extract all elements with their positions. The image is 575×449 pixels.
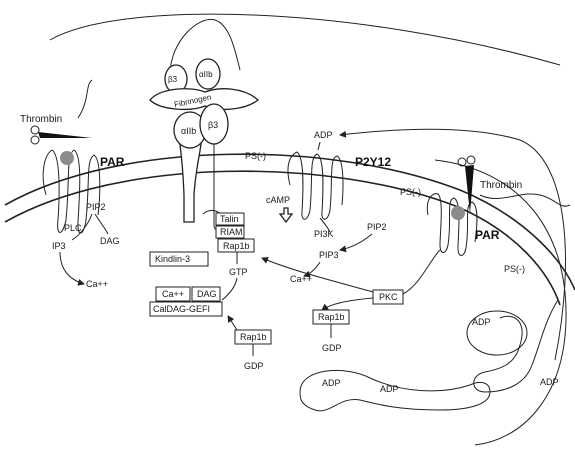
- par-left-cleavage-site-icon: [60, 151, 74, 165]
- center-pathway: Talin RIAM Rap1b Kindlin-3 GTP Ca++ DAG …: [149, 212, 272, 371]
- pi3k-label: PI3K: [314, 229, 334, 239]
- scissors-right-icon: [457, 155, 476, 214]
- par-right-helices: [426, 193, 478, 256]
- adp-granule-left-label: ADP: [322, 378, 341, 388]
- p2y12-label: P2Y12: [355, 155, 391, 169]
- gdp-to-caldag-arrow: [227, 315, 238, 331]
- par-left-receptor: PAR: [42, 79, 125, 234]
- pkc-to-rap1b-arrow: [261, 257, 374, 293]
- adp-outer-label: ADP: [540, 377, 559, 387]
- membrane-inner: [4, 170, 561, 306]
- riam-box: [215, 225, 245, 239]
- alpha-iib-top-head: [195, 58, 221, 90]
- caldag-label: CalDAG-GEFI: [153, 304, 210, 314]
- par-right-receptor: PAR: [426, 193, 571, 256]
- kindlin-label: Kindlin-3: [155, 254, 190, 264]
- right-pathway: cAMP PI3K PIP2 PIP3 Ca++ PKC Rap1b GDP: [261, 195, 441, 353]
- integrin-top: β3 αIIb Fibrinogen: [149, 18, 260, 111]
- pip3-label: PIP3: [319, 250, 339, 260]
- outer-cell-curve-top: [49, 13, 561, 66]
- rap1b-gtp-label: Rap1b: [223, 241, 250, 251]
- kindlin-box: [149, 251, 209, 267]
- granule-left: [299, 369, 491, 412]
- integrin-membrane: αIIb β3: [173, 103, 229, 231]
- adp-granule-right-label: ADP: [472, 317, 491, 327]
- gdp-right-label: GDP: [322, 343, 342, 353]
- ps-label-2: PS(-): [400, 187, 421, 197]
- pkc-box: [372, 289, 404, 305]
- par-left-tether: [77, 79, 93, 119]
- fibrinogen-shape: [149, 88, 260, 111]
- dag-left-label: DAG: [100, 236, 120, 246]
- ip3-to-ca-arrow: [59, 251, 85, 286]
- pip2-to-dag-line: [94, 213, 109, 235]
- adp-structures: ADP ADP ADP ADP: [299, 299, 559, 412]
- p2y12-receptor: P2Y12: [287, 151, 391, 220]
- par-left-label: PAR: [100, 155, 125, 169]
- adp-channel-label: ADP: [380, 384, 399, 394]
- dag-box: [191, 286, 221, 302]
- left-pathway: PIP2 PLC IP3 DAG Ca++: [52, 202, 120, 289]
- p2y12-to-pi3k-line: [319, 217, 331, 233]
- scissors-left-icon: [30, 125, 92, 145]
- camp-label: cAMP: [266, 195, 290, 205]
- ca-box: [155, 286, 191, 302]
- thrombin-left-label: Thrombin: [20, 114, 62, 125]
- ca-right-label: Ca++: [290, 274, 312, 284]
- ca-box-label: Ca++: [162, 289, 184, 299]
- par-right-tether: [479, 193, 571, 207]
- thrombin-right-label: Thrombin: [480, 180, 522, 191]
- adp-feedback-arrow: [339, 128, 566, 361]
- alpha-iib-top-label: αIIb: [199, 70, 213, 79]
- pip2-right-label: PIP2: [367, 222, 387, 232]
- pip2-to-pip3-arrow: [339, 233, 373, 253]
- par-to-pkc-line: [402, 249, 441, 295]
- gtp-label: GTP: [229, 267, 248, 277]
- pip3-to-ca-arrow: [303, 261, 321, 278]
- p2y12-helices: [287, 151, 344, 220]
- camp-down-arrow-icon: [278, 207, 294, 224]
- granule-channel: [473, 299, 559, 393]
- rap1b-gtp-box: [217, 238, 255, 253]
- outer-cell-curve-right: [434, 159, 567, 446]
- membrane-outer: [4, 153, 575, 291]
- granule-right: [466, 310, 528, 356]
- rap1b-right-label: Rap1b: [318, 312, 345, 322]
- gdp-center-label: GDP: [244, 361, 264, 371]
- caldag-box: [149, 301, 223, 317]
- ps-label-1: PS(-): [245, 151, 266, 161]
- caldag-to-gtp-line: [221, 277, 238, 301]
- ip3-label: IP3: [52, 241, 66, 251]
- rap1b-gdp-label: Rap1b: [240, 332, 267, 342]
- pkc-to-rap1b-right-arrow: [321, 297, 374, 311]
- ca-left-label: Ca++: [86, 279, 108, 289]
- beta3-label: β3: [208, 120, 218, 130]
- alpha-iib-label: αIIb: [181, 126, 196, 136]
- par-right-label: PAR: [475, 228, 500, 242]
- par-left-helices: [42, 149, 101, 234]
- plc-label: PLC: [64, 223, 82, 233]
- adp-to-p2y12-tick: [317, 141, 321, 151]
- pip2-left-label: PIP2: [86, 202, 106, 212]
- talin-box: [215, 212, 245, 226]
- beta3-top-label: β3: [168, 75, 178, 84]
- pkc-label: PKC: [379, 292, 398, 302]
- talin-label: Talin: [220, 214, 239, 224]
- riam-label: RIAM: [220, 227, 243, 237]
- par-right-cleavage-site-icon: [451, 206, 465, 220]
- dag-box-label: DAG: [197, 289, 217, 299]
- adp-top-label: ADP: [314, 130, 333, 140]
- integrin-top-stalk: [169, 18, 241, 76]
- pip2-to-ip3-line: [71, 213, 93, 241]
- ps-label-3: PS(-): [504, 264, 525, 274]
